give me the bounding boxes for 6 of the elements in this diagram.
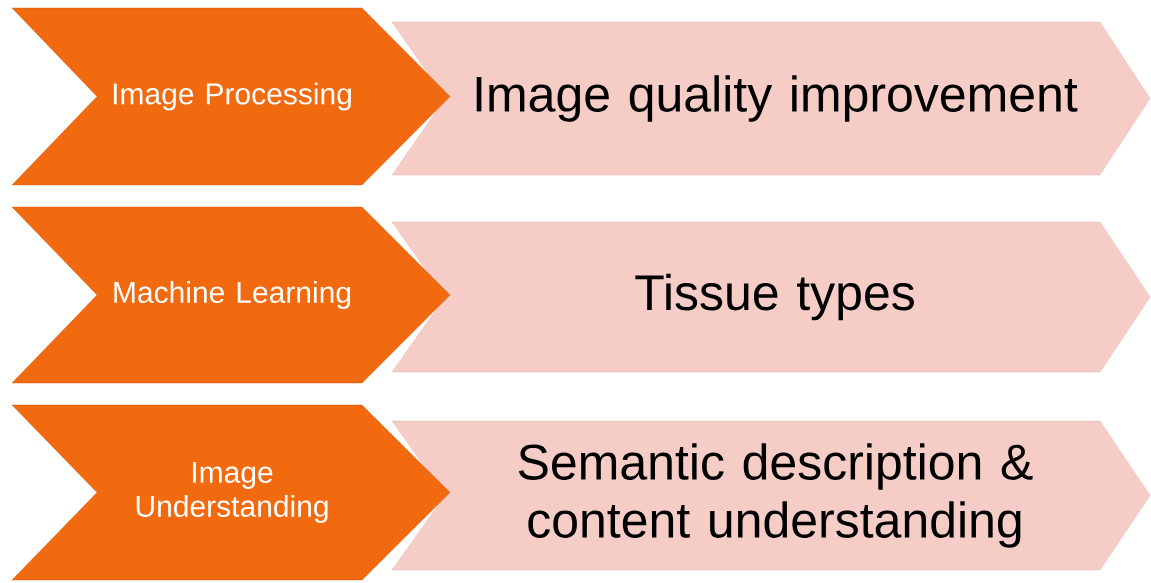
chevron-box: Image Processing — [11, 7, 451, 186]
chevron-box: Machine Learning — [11, 206, 451, 384]
arrow-box: Semantic description & content understanding — [391, 420, 1151, 571]
arrow-box: Image quality improvement — [391, 21, 1151, 176]
arrow-box: Tissue types — [391, 221, 1151, 373]
chevron-box: Image Understanding — [11, 404, 451, 581]
